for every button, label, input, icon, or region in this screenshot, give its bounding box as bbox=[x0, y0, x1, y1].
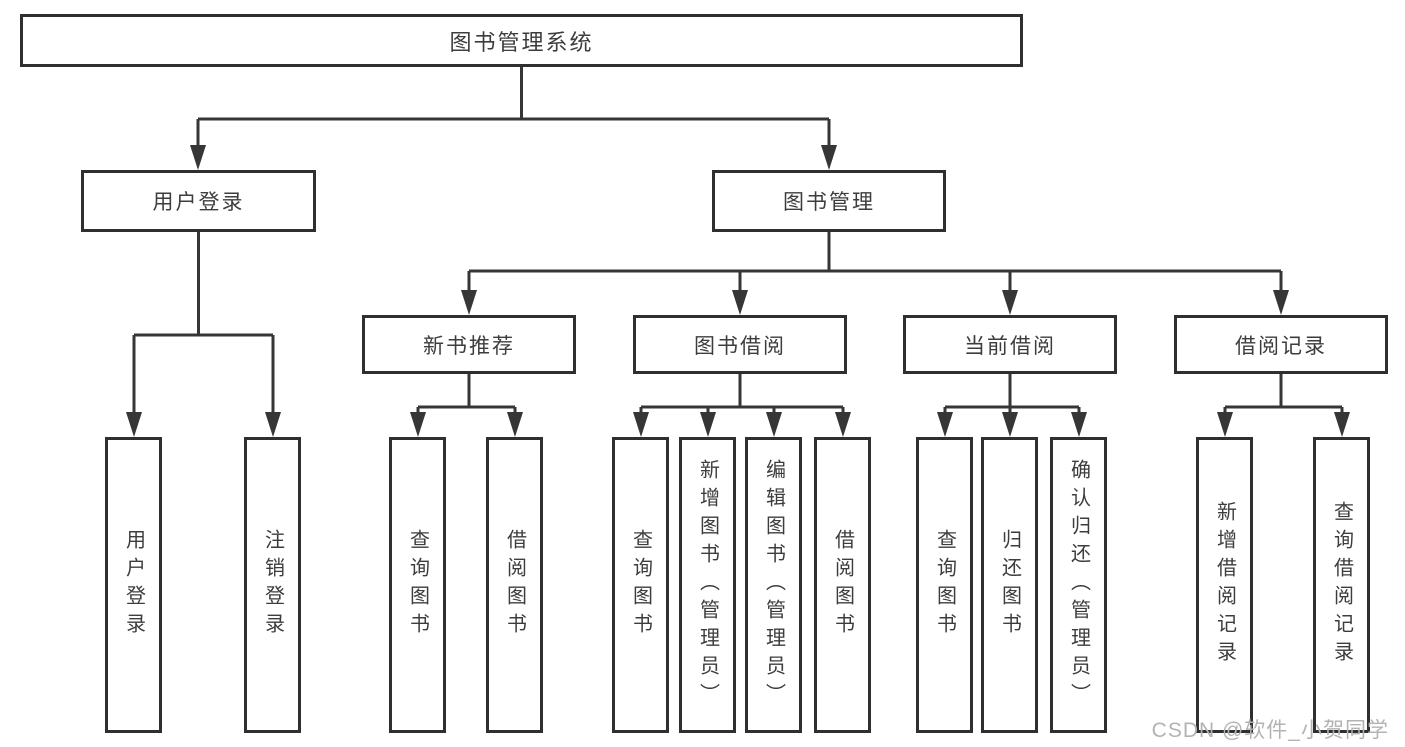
node-label: 查询借阅记录 bbox=[1330, 501, 1353, 669]
arrow-icon bbox=[265, 412, 281, 437]
arrow-icon bbox=[937, 412, 953, 437]
arrow-icon bbox=[461, 290, 477, 315]
node-borrow-records: 借阅记录 bbox=[1174, 315, 1388, 374]
leaf-borrow-books-recommend: 借阅图书 bbox=[486, 437, 543, 733]
arrow-icon bbox=[732, 290, 748, 315]
leaf-query-borrow-record: 查询借阅记录 bbox=[1313, 437, 1370, 733]
node-label: 注销登录 bbox=[261, 529, 284, 641]
node-user-login: 用户登录 bbox=[81, 170, 316, 232]
leaf-edit-books-admin: 编辑图书（管理员） bbox=[745, 437, 802, 733]
node-root: 图书管理系统 bbox=[20, 14, 1023, 67]
leaf-query-books-borrow: 查询图书 bbox=[612, 437, 669, 733]
leaf-query-books-recommend: 查询图书 bbox=[389, 437, 446, 733]
node-label: 查询图书 bbox=[629, 529, 652, 641]
node-current-borrow: 当前借阅 bbox=[903, 315, 1117, 374]
arrow-icon bbox=[766, 412, 782, 437]
arrow-icon bbox=[507, 412, 523, 437]
node-label: 查询图书 bbox=[933, 529, 956, 641]
arrow-icon bbox=[1071, 412, 1087, 437]
node-book-borrow: 图书借阅 bbox=[633, 315, 847, 374]
node-label: 图书管理系统 bbox=[449, 29, 594, 55]
leaf-add-books-admin: 新增图书（管理员） bbox=[679, 437, 736, 733]
arrow-icon bbox=[835, 412, 851, 437]
node-label: 用户登录 bbox=[122, 529, 145, 641]
arrow-icon bbox=[1002, 290, 1018, 315]
node-new-book-recommend: 新书推荐 bbox=[362, 315, 576, 374]
leaf-confirm-return-admin: 确认归还（管理员） bbox=[1050, 437, 1107, 733]
arrow-icon bbox=[190, 145, 206, 170]
node-label: 确认归还（管理员） bbox=[1067, 459, 1090, 711]
arrow-icon bbox=[1002, 412, 1018, 437]
arrow-icon bbox=[700, 412, 716, 437]
arrow-icon bbox=[1217, 412, 1233, 437]
leaf-return-books: 归还图书 bbox=[981, 437, 1038, 733]
node-label: 当前借阅 bbox=[964, 334, 1056, 358]
connector-new-book bbox=[416, 374, 517, 416]
leaf-logout: 注销登录 bbox=[244, 437, 301, 733]
arrow-icon bbox=[410, 412, 426, 437]
node-label: 图书管理 bbox=[783, 191, 875, 214]
node-label: 归还图书 bbox=[998, 529, 1021, 641]
node-label: 新增借阅记录 bbox=[1213, 501, 1236, 669]
connector-book-borrow bbox=[639, 374, 845, 416]
node-label: 借阅记录 bbox=[1235, 334, 1327, 358]
connector-borrow-records bbox=[1223, 374, 1344, 416]
node-label: 编辑图书（管理员） bbox=[762, 459, 785, 711]
node-label: 新书推荐 bbox=[423, 334, 515, 358]
node-label: 用户登录 bbox=[152, 191, 245, 214]
leaf-user-login: 用户登录 bbox=[105, 437, 162, 733]
connector-book-management bbox=[467, 232, 1283, 294]
arrow-icon bbox=[126, 412, 142, 437]
node-label: 新增图书（管理员） bbox=[696, 459, 719, 711]
arrow-icon bbox=[1273, 290, 1289, 315]
node-label: 借阅图书 bbox=[831, 529, 854, 641]
leaf-query-books-current: 查询图书 bbox=[916, 437, 973, 733]
node-book-management: 图书管理 bbox=[712, 170, 946, 232]
node-label: 图书借阅 bbox=[694, 334, 786, 358]
arrow-icon bbox=[1334, 412, 1350, 437]
arrow-icon bbox=[633, 412, 649, 437]
leaf-add-borrow-record: 新增借阅记录 bbox=[1196, 437, 1253, 733]
connector-user-login bbox=[132, 232, 275, 416]
connector-root bbox=[196, 67, 831, 150]
node-label: 查询图书 bbox=[406, 529, 429, 641]
connector-current-borrow bbox=[943, 374, 1081, 416]
watermark: CSDN @软件_小贺同学 bbox=[1151, 719, 1389, 742]
arrow-icon bbox=[821, 145, 837, 170]
node-label: 借阅图书 bbox=[503, 529, 526, 641]
arrowheads bbox=[126, 145, 1350, 437]
leaf-borrow-books: 借阅图书 bbox=[814, 437, 871, 733]
